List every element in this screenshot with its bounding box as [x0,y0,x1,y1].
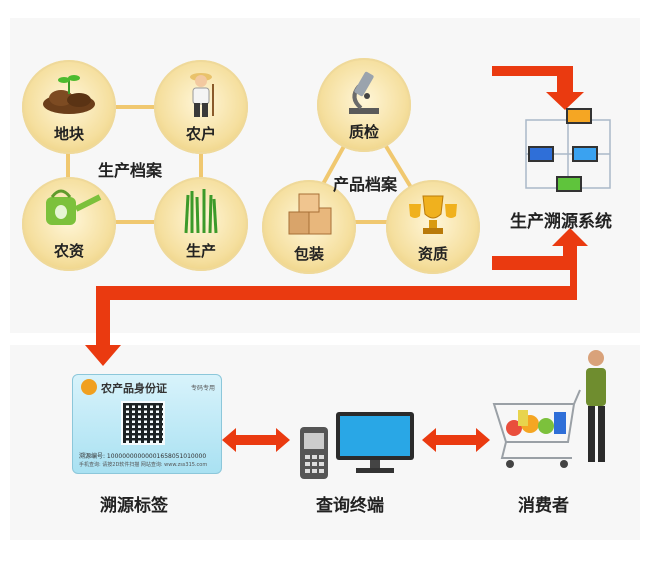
crop-icon [154,187,248,239]
packaging-label: 包装 [293,245,324,263]
card-title: 农产品身份证 [101,382,167,395]
trace-label-title: 溯源标签 [100,496,168,516]
watering-can-icon [22,187,116,235]
production-connector-rect [66,105,203,224]
inspection-label: 质检 [348,123,379,141]
product-archive-title: 产品档案 [333,175,398,194]
double-arrow-left [222,428,290,452]
arrow-to-trace-label [85,270,577,366]
arrow-up-to-system [492,228,588,270]
circle-packaging: 包装 [262,180,356,274]
circle-inspection: 质检 [317,58,411,152]
phone-icon [300,427,328,479]
circle-production: 生产 [154,177,248,271]
trophy-icon [386,190,480,242]
double-arrow-right [422,428,490,452]
plot-label: 地块 [53,125,84,143]
circle-plot: 地块 [22,60,116,154]
card-subtitle: 专码专用 [190,385,215,392]
microscope-icon [317,68,411,120]
circle-supplies: 农资 [22,177,116,271]
supplies-label: 农资 [53,242,84,260]
boxes-icon [262,190,356,242]
qualification-label: 资质 [417,245,448,263]
network-diagram-icon [525,108,611,192]
circle-farmer: 农户 [154,60,248,154]
card-footer: 手机查询: 请按2D软件扫描 网站查询: www.zss315.com [79,462,208,468]
production-archive-title: 生产档案 [98,161,163,180]
product-connector-triangle [298,106,436,224]
circle-qualification: 资质 [386,180,480,274]
system-label: 生产溯源系统 [510,212,612,232]
consumer-label: 消费者 [518,496,569,516]
monitor-icon [336,412,414,473]
card-code: 溯源编号: 10000000000001658051010000 [79,453,207,460]
trace-label-card: 农产品身份证 专码专用 溯源编号: 1000000000000165805101… [72,374,222,474]
farmer-icon [154,70,248,124]
terminal-label: 查询终端 [316,496,384,516]
soil-plant-icon [22,70,116,118]
qr-code-icon [121,401,165,445]
farmer-label: 农户 [185,125,216,143]
shopper-with-cart-icon [492,350,606,468]
arrow-into-system [492,66,584,110]
production-label: 生产 [185,242,216,260]
brand-logo-icon [81,379,97,395]
